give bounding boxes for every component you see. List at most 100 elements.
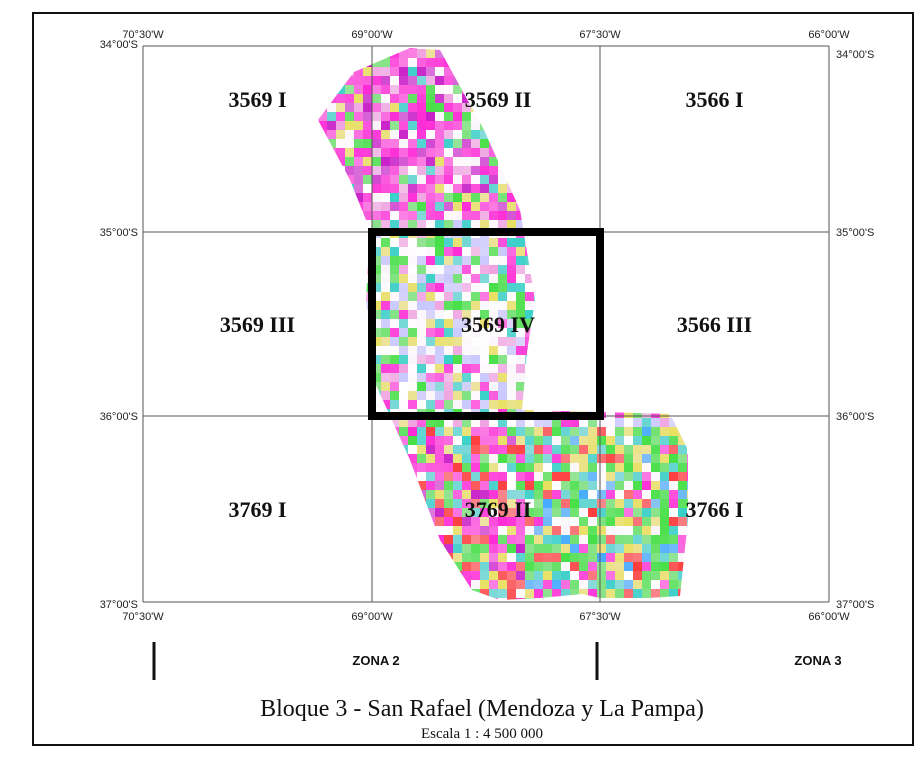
imagery-cell [480, 454, 489, 463]
imagery-cell [507, 463, 516, 472]
imagery-cell [309, 301, 318, 310]
imagery-cell [345, 247, 354, 256]
imagery-cell [660, 166, 669, 175]
imagery-cell [615, 67, 624, 76]
imagery-cell [516, 256, 525, 265]
imagery-cell [525, 400, 534, 409]
imagery-cell [507, 562, 516, 571]
imagery-cell [426, 310, 435, 319]
imagery-cell [426, 283, 435, 292]
imagery-cell [444, 571, 453, 580]
imagery-cell [480, 48, 489, 49]
imagery-cell [336, 238, 345, 247]
imagery-cell [543, 121, 552, 130]
imagery-cell [426, 130, 435, 139]
imagery-cell [417, 472, 426, 481]
imagery-cell [354, 229, 363, 238]
imagery-cell [462, 247, 471, 256]
imagery-cell [390, 418, 399, 427]
imagery-cell [543, 427, 552, 436]
imagery-cell [372, 283, 381, 292]
imagery-cell [309, 157, 318, 166]
imagery-cell [579, 139, 588, 148]
imagery-cell [480, 238, 489, 247]
imagery-cell [318, 301, 327, 310]
imagery-cell [507, 427, 516, 436]
imagery-cell [462, 139, 471, 148]
imagery-cell [471, 436, 480, 445]
imagery-cell [480, 67, 489, 76]
imagery-cell [552, 589, 561, 598]
imagery-cell [669, 274, 678, 283]
imagery-cell [453, 139, 462, 148]
imagery-cell [444, 517, 453, 526]
imagery-cell [426, 364, 435, 373]
imagery-cell [336, 328, 345, 337]
imagery-cell [480, 49, 489, 58]
imagery-cell [408, 346, 417, 355]
imagery-cell [309, 418, 318, 427]
imagery-cell [390, 454, 399, 463]
imagery-cell [588, 274, 597, 283]
imagery-cell [480, 202, 489, 211]
imagery-cell [309, 283, 318, 292]
imagery-cell [345, 535, 354, 544]
imagery-cell [570, 319, 579, 328]
imagery-cell [309, 472, 318, 481]
imagery-cell [624, 346, 633, 355]
imagery-cell [660, 517, 669, 526]
imagery-cell [543, 49, 552, 58]
imagery-cell [552, 454, 561, 463]
imagery-cell [696, 562, 705, 571]
imagery-cell [669, 292, 678, 301]
imagery-cell [543, 535, 552, 544]
imagery-cell [651, 337, 660, 346]
imagery-cell [309, 310, 318, 319]
imagery-cell [390, 346, 399, 355]
imagery-cell [696, 229, 705, 238]
imagery-cell [507, 553, 516, 562]
imagery-cell [408, 355, 417, 364]
imagery-cell [561, 355, 570, 364]
imagery-cell [372, 436, 381, 445]
imagery-cell [597, 67, 606, 76]
imagery-cell [606, 301, 615, 310]
imagery-cell [570, 436, 579, 445]
imagery-cell [633, 139, 642, 148]
imagery-cell [408, 526, 417, 535]
imagery-cell [606, 589, 615, 598]
imagery-cell [570, 139, 579, 148]
imagery-cell [435, 130, 444, 139]
imagery-cell [471, 490, 480, 499]
imagery-cell [660, 373, 669, 382]
imagery-cell [354, 301, 363, 310]
imagery-cell [579, 526, 588, 535]
imagery-cell [345, 130, 354, 139]
imagery-cell [633, 427, 642, 436]
imagery-cell [660, 589, 669, 598]
imagery-cell [381, 571, 390, 580]
imagery-cell [435, 49, 444, 58]
imagery-cell [390, 310, 399, 319]
imagery-cell [435, 562, 444, 571]
imagery-cell [381, 355, 390, 364]
imagery-cell [471, 58, 480, 67]
imagery-cell [534, 328, 543, 337]
imagery-cell [498, 130, 507, 139]
imagery-cell [579, 76, 588, 85]
imagery-cell [507, 58, 516, 67]
imagery-cell [534, 427, 543, 436]
imagery-cell [408, 76, 417, 85]
imagery-cell [336, 283, 345, 292]
imagery-cell [345, 319, 354, 328]
imagery-cell [516, 157, 525, 166]
imagery-cell [696, 346, 705, 355]
imagery-cell [633, 58, 642, 67]
imagery-cell [336, 256, 345, 265]
imagery-cell [570, 427, 579, 436]
imagery-cell [624, 328, 633, 337]
imagery-cell [651, 508, 660, 517]
imagery-cell [615, 94, 624, 103]
imagery-cell [516, 48, 525, 49]
